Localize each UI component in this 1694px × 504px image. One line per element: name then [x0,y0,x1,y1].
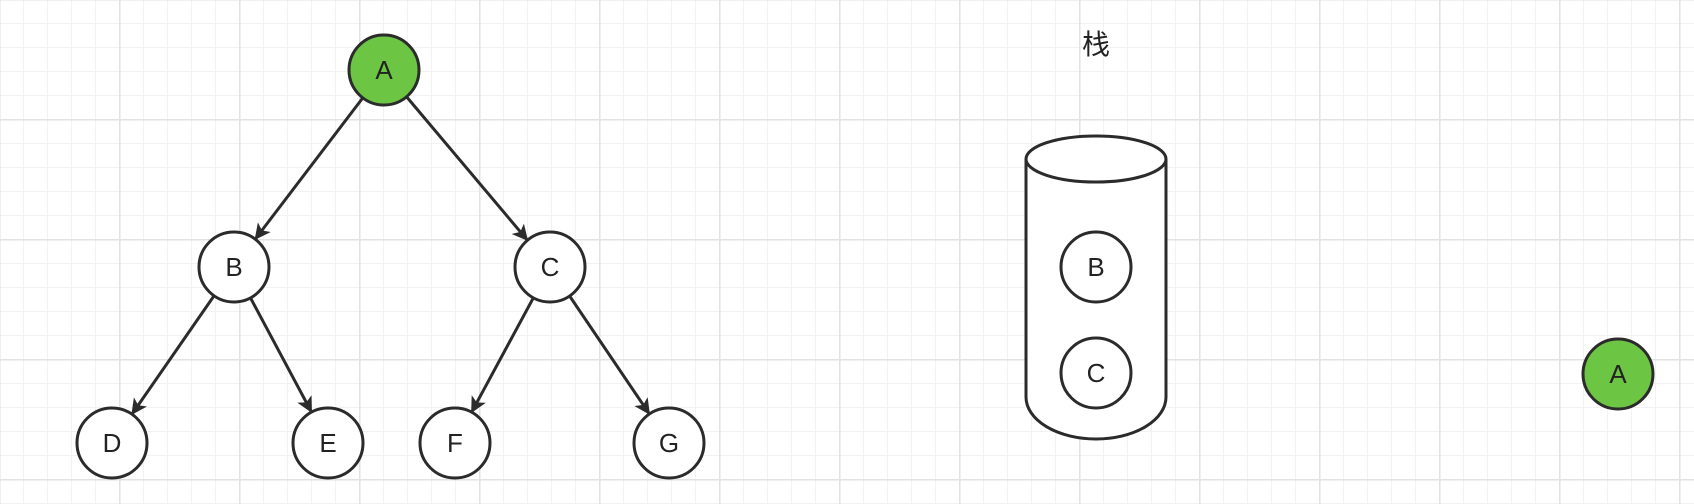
stack-item-0-circle [1059,230,1133,304]
tree-node-a-circle [347,33,421,107]
stack-item-1-label: C [1087,358,1106,388]
stack-cylinder-top [1024,134,1168,184]
stack: 栈 BC [1024,28,1168,441]
tree-node-g-label: G [659,428,679,458]
edge-a-b [254,96,364,240]
tree-edges [131,95,651,416]
tree-node-b-label: B [225,252,242,282]
stack-title: 栈 [1082,28,1110,61]
tree-node-f: F [418,406,492,480]
edge-a-c [405,95,529,241]
tree-node-f-label: F [447,428,463,458]
output-item-0: A [1581,337,1655,411]
tree-node-b-circle [197,230,271,304]
tree-node-d: D [75,406,149,480]
tree-node-c: C [513,230,587,304]
tree-node-f-circle [418,406,492,480]
tree-node-g-circle [632,406,706,480]
tree-node-c-label: C [541,252,560,282]
stack-item-0-label: B [1087,252,1104,282]
stack-item-0: B [1059,230,1133,304]
tree-node-d-label: D [103,428,122,458]
tree-node-g: G [632,406,706,480]
tree-node-e: E [291,406,365,480]
stack-items: BC [1059,230,1133,410]
output-item-0-label: A [1609,359,1627,389]
tree-node-e-label: E [319,428,336,458]
tree-node-a-label: A [375,55,393,85]
tree-node-e-circle [291,406,365,480]
tree-node-c-circle [513,230,587,304]
tree-node-a: A [347,33,421,107]
stack-item-1: C [1059,336,1133,410]
tree-nodes: A B C D E F G [75,33,706,480]
tree-node-d-circle [75,406,149,480]
edge-b-d [131,294,216,416]
output-sequence: A [1581,337,1655,411]
edge-b-e [249,297,313,414]
stack-item-1-circle [1059,336,1133,410]
edge-c-g [568,295,651,415]
tree-node-b: B [197,230,271,304]
output-item-0-circle [1581,337,1655,411]
edge-c-f [470,297,535,414]
